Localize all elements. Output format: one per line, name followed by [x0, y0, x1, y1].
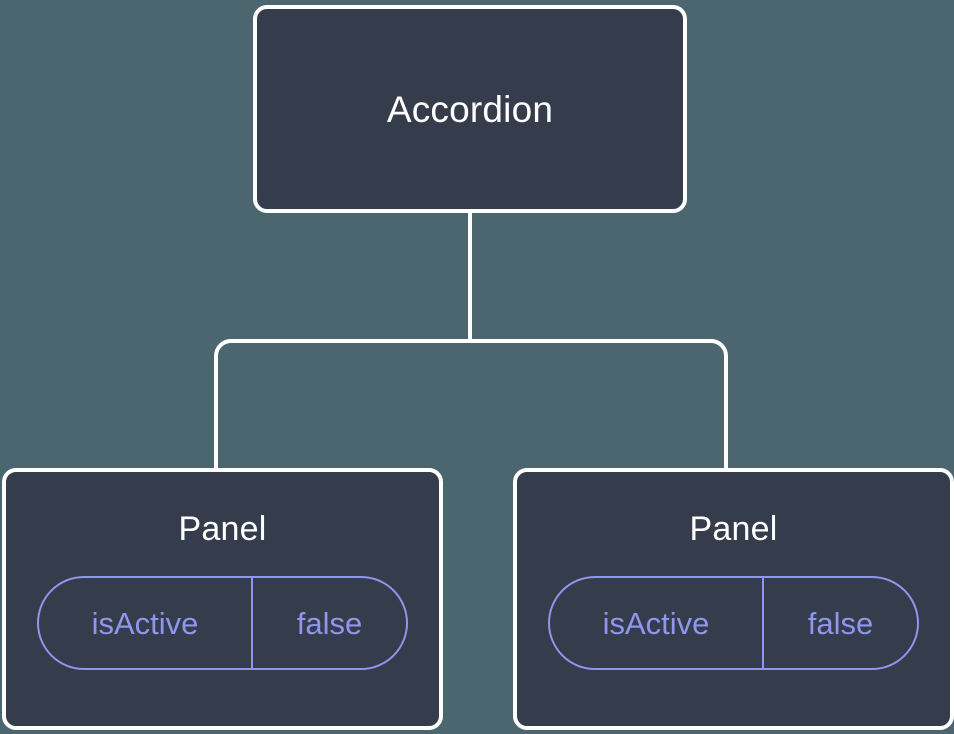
prop-badge-isactive[interactable]: isActive false	[37, 576, 408, 670]
prop-value: false	[296, 605, 363, 641]
node-panel-left-props: isActive false	[6, 576, 439, 670]
prop-key: isActive	[550, 578, 764, 668]
node-panel-right-label: Panel	[689, 510, 778, 548]
prop-badge-isactive[interactable]: isActive false	[548, 576, 919, 670]
node-panel-right-props: isActive false	[517, 576, 950, 670]
node-panel-left[interactable]: Panel isActive false	[2, 468, 443, 730]
edge-branch-left	[214, 339, 470, 470]
edge-branch-right	[470, 339, 728, 470]
node-panel-left-label: Panel	[178, 510, 267, 548]
node-panel-right[interactable]: Panel isActive false	[513, 468, 954, 730]
node-accordion-label: Accordion	[386, 88, 554, 130]
prop-value: false	[807, 605, 874, 641]
node-accordion[interactable]: Accordion	[253, 5, 687, 213]
prop-key: isActive	[39, 578, 253, 668]
